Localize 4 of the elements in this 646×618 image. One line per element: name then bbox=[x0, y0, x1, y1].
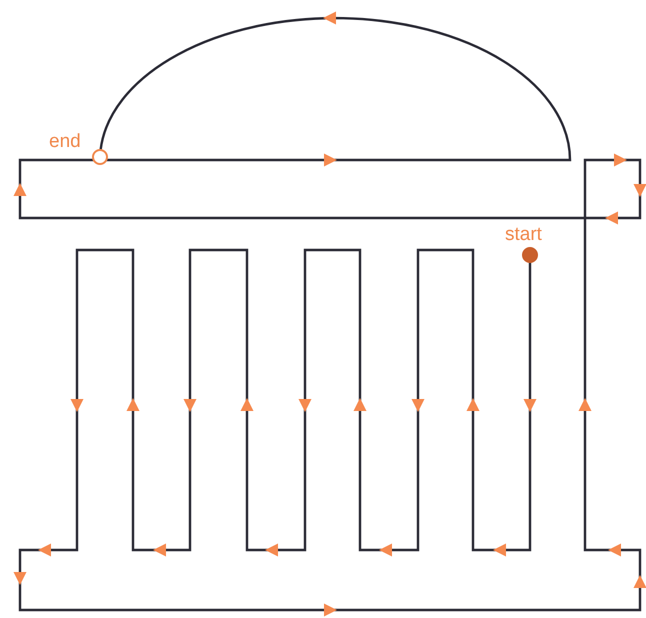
end-circle bbox=[91, 148, 109, 166]
point-label: start bbox=[505, 225, 542, 244]
start-dot bbox=[521, 246, 539, 264]
point-label: end bbox=[49, 132, 81, 151]
